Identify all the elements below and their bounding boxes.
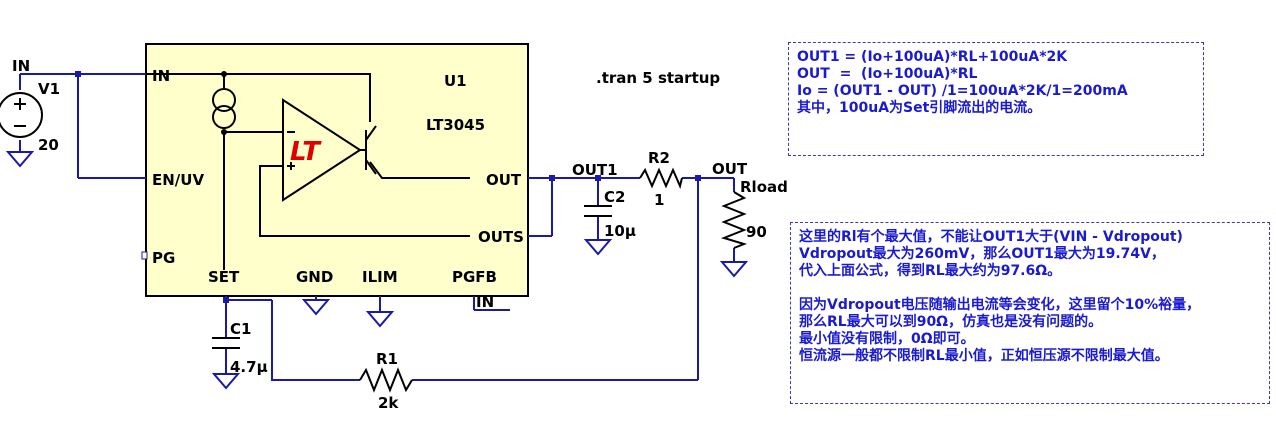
resistor-rload[interactable] <box>720 191 748 249</box>
junctions <box>75 71 701 303</box>
net-label-pgfb-in: IN <box>476 293 494 311</box>
c1-ref-label: C1 <box>230 320 251 338</box>
formula-line: 其中，100uA为Set引脚流出的电流。 <box>797 100 1042 116</box>
ground-v1 <box>5 151 35 168</box>
r1-ref-label: R1 <box>376 350 398 368</box>
pin-pg-label: PG <box>152 249 175 267</box>
capacitor-c1[interactable] <box>212 337 240 349</box>
pg-pin-marker <box>141 251 148 260</box>
pin-gnd-label: GND <box>296 268 333 286</box>
r2-value-label: 1 <box>654 191 664 209</box>
formula-note[interactable]: OUT1 = (Io+100uA)*RL+100uA*2K OUT = (Io+… <box>788 42 1204 156</box>
formula-line: OUT = (Io+100uA)*RL <box>797 66 978 82</box>
ground-c2 <box>583 239 613 256</box>
spice-directive[interactable]: .tran 5 startup <box>596 69 720 87</box>
ground-gnd-pin <box>301 299 331 316</box>
explanation-line: 那么RL最大可以到90Ω，仿真也是没有问题的。 <box>799 314 1103 330</box>
voltage-source-v1[interactable] <box>0 92 43 138</box>
pin-outs-label: OUTS <box>478 228 524 246</box>
net-label-in: IN <box>12 57 30 75</box>
ic-part-label: LT3045 <box>426 116 485 134</box>
explanation-line: Vdropout最大为260mV，那么OUT1最大为19.74V， <box>799 246 1166 262</box>
ic-body[interactable] <box>145 43 529 297</box>
ground-ilim-pin <box>365 311 395 328</box>
explanation-line: 因为Vdropout电压随输出电流等会变化，这里留个10%裕量， <box>799 297 1201 313</box>
pin-en-label: EN/UV <box>152 171 204 189</box>
svg-text:LT: LT <box>290 137 322 167</box>
pin-pgfb-label: PGFB <box>452 268 497 286</box>
explanation-line: 恒流源一般都不限制RL最小值，正如恒压源不限制最大值。 <box>799 348 1169 364</box>
pin-in-label: IN <box>152 67 170 85</box>
pin-set-label: SET <box>208 268 240 286</box>
formula-line: OUT1 = (Io+100uA)*RL+100uA*2K <box>797 49 1068 65</box>
capacitor-c2[interactable] <box>584 205 612 217</box>
pin-out-label: OUT <box>486 171 522 189</box>
current-source-symbol <box>212 88 236 129</box>
transistor-symbol <box>365 125 377 175</box>
explanation-line: 这里的Rl有个最大值，不能让OUT1大于(VIN - Vdropout) <box>799 229 1183 245</box>
pin-ilim-label: ILIM <box>362 268 398 286</box>
ic-internal-junctions <box>221 71 227 135</box>
r2-ref-label: R2 <box>648 149 670 167</box>
formula-line: Io = (OUT1 - OUT) /1=100uA*2K/1=200mA <box>797 83 1128 99</box>
c2-ref-label: C2 <box>604 188 625 206</box>
c2-value-label: 10µ <box>604 222 636 240</box>
explanation-line: 代入上面公式，得到RL最大约为97.6Ω。 <box>799 263 1062 279</box>
net-label-out1: OUT1 <box>572 161 618 179</box>
rload-ref-label: Rload <box>740 178 788 196</box>
resistor-r2[interactable] <box>639 167 683 190</box>
net-label-out: OUT <box>712 160 748 178</box>
ground-rload <box>719 261 749 278</box>
c1-value-label: 4.7µ <box>230 358 268 376</box>
resistor-r1[interactable] <box>359 367 413 393</box>
source-value-label: 20 <box>38 136 59 154</box>
r1-value-label: 2k <box>378 394 399 412</box>
ground-c1 <box>211 373 241 390</box>
explanation-line: 最小值没有限制，0Ω即可。 <box>799 331 975 347</box>
explanation-note[interactable]: 这里的Rl有个最大值，不能让OUT1大于(VIN - Vdropout) Vdr… <box>790 222 1270 404</box>
op-amp-symbol <box>282 98 366 202</box>
explanation-gap <box>799 280 1261 297</box>
source-ref-label: V1 <box>38 80 60 98</box>
rload-value-label: 90 <box>746 223 767 241</box>
ic-ref-label: U1 <box>444 72 467 90</box>
lt-logo: LT <box>290 137 322 167</box>
